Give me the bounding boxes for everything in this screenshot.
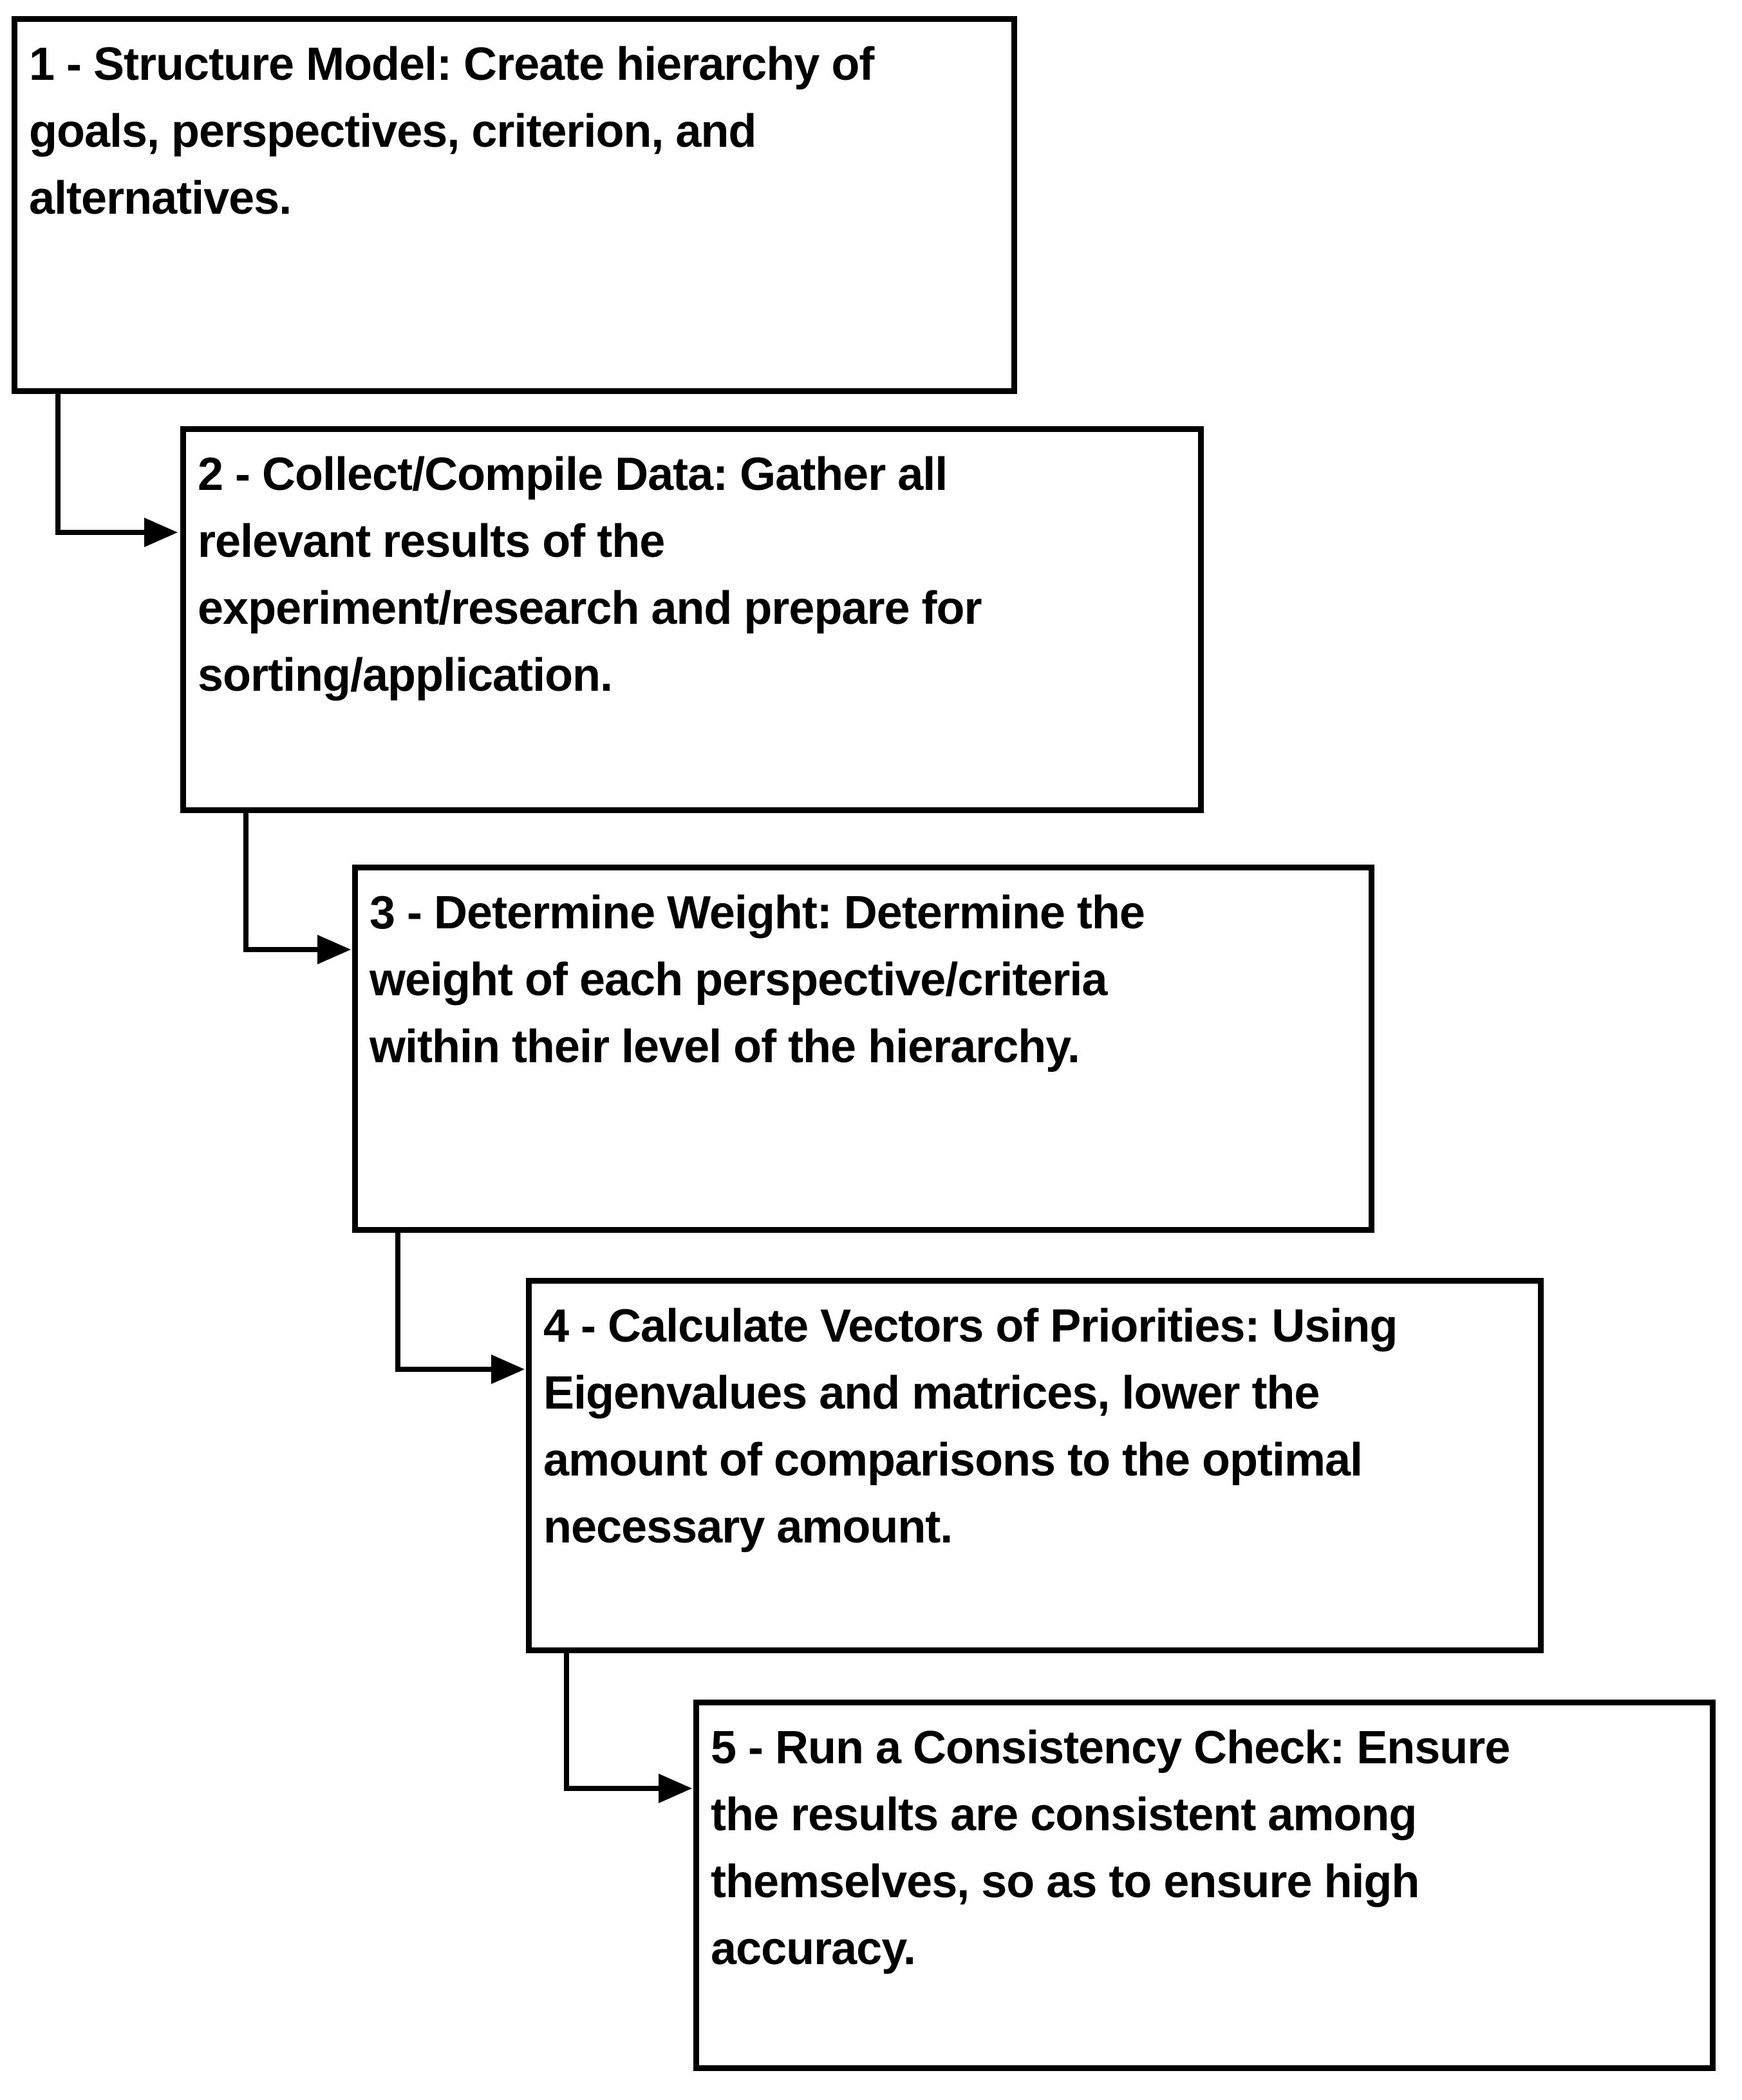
step-3-label: 3 - Determine Weight: Determine the weig… bbox=[370, 887, 1145, 1073]
step-5-label: 5 - Run a Consistency Check: Ensure the … bbox=[711, 1722, 1510, 1974]
connector-1-horizontal-line bbox=[55, 530, 147, 535]
connector-2-arrowhead-icon bbox=[317, 935, 351, 964]
connector-3-vertical-line bbox=[395, 1233, 400, 1372]
step-4-label: 4 - Calculate Vectors of Priorities: Usi… bbox=[543, 1300, 1398, 1553]
step-1-box: 1 - Structure Model: Create hierarchy of… bbox=[12, 16, 1017, 394]
step-2-box: 2 - Collect/Compile Data: Gather all rel… bbox=[180, 426, 1204, 813]
connector-4-horizontal-line bbox=[564, 1786, 660, 1791]
connector-1-arrowhead-icon bbox=[144, 518, 178, 547]
connector-2-horizontal-line bbox=[243, 947, 320, 952]
connector-1-vertical-line bbox=[55, 394, 61, 535]
step-5-box: 5 - Run a Consistency Check: Ensure the … bbox=[693, 1700, 1716, 2071]
connector-3-arrowhead-icon bbox=[491, 1355, 525, 1384]
connector-3-horizontal-line bbox=[395, 1367, 494, 1372]
connector-4-arrowhead-icon bbox=[659, 1774, 692, 1803]
step-4-box: 4 - Calculate Vectors of Priorities: Usi… bbox=[526, 1278, 1544, 1653]
step-3-box: 3 - Determine Weight: Determine the weig… bbox=[352, 865, 1374, 1233]
step-2-label: 2 - Collect/Compile Data: Gather all rel… bbox=[198, 449, 982, 701]
step-1-label: 1 - Structure Model: Create hierarchy of… bbox=[29, 39, 874, 224]
connector-2-vertical-line bbox=[243, 813, 248, 952]
connector-4-vertical-line bbox=[564, 1653, 569, 1791]
